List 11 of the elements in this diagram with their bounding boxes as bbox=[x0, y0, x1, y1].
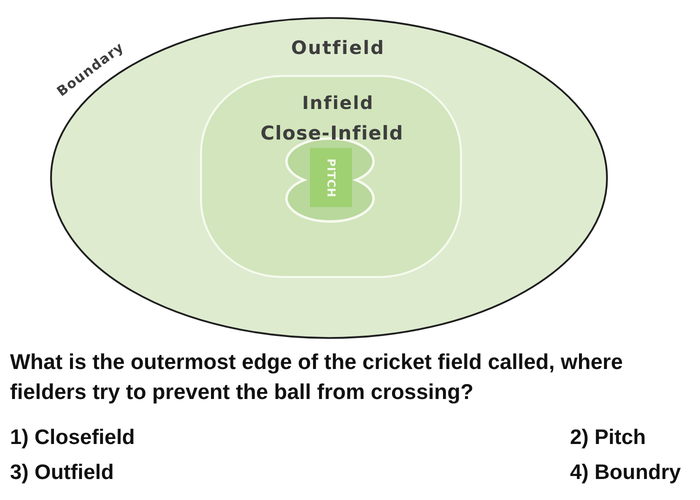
zone-label: Infield bbox=[302, 93, 374, 115]
answer-option: 3) Outfield bbox=[10, 461, 114, 485]
question-text: What is the outermost edge of the cricket field called, where fielders try to prevent the ball from crossing? bbox=[10, 349, 624, 406]
answer-option: 4) Boundry bbox=[570, 461, 681, 485]
answer-option: 2) Pitch bbox=[570, 426, 646, 450]
zone-label: Close-Infield bbox=[260, 122, 404, 145]
answer-option: 1) Closefield bbox=[10, 426, 135, 450]
field-oval bbox=[50, 17, 608, 339]
zone-label: Outfield bbox=[291, 38, 385, 60]
pitch-strip bbox=[310, 148, 352, 207]
pitch-label: PITCH bbox=[324, 158, 338, 197]
